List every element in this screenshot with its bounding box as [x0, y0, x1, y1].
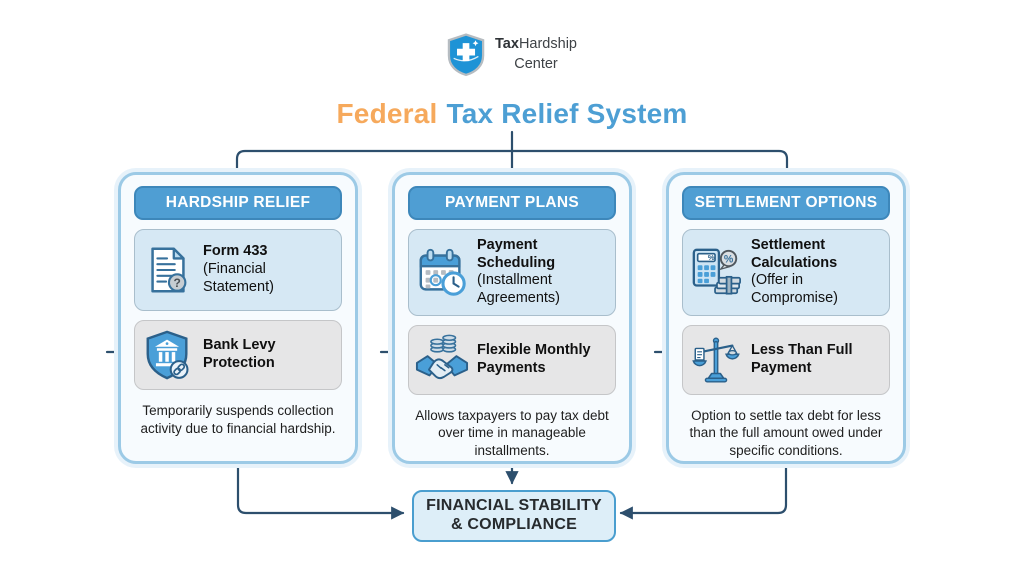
card-subtitle: (Offer in Compromise) — [751, 272, 839, 307]
svg-text:?: ? — [173, 276, 180, 290]
card-title: Flexible Monthly Payments — [477, 342, 591, 376]
card-text: Less Than Full Payment — [751, 342, 883, 377]
card-title: Bank Levy Protection — [203, 337, 276, 371]
card-payment-scheduling: Payment Scheduling (Installment Agreemen… — [408, 229, 616, 316]
column-description: Allows taxpayers to pay tax debt over ti… — [415, 407, 609, 458]
svg-text:%: % — [708, 254, 715, 263]
card-text: Form 433 (Financial Statement) — [203, 243, 335, 296]
connector-left-to-outcome — [236, 459, 405, 520]
brand-word-center: Center — [514, 55, 558, 72]
title-highlight: Federal — [336, 98, 438, 129]
outcome-line2: & COMPLIANCE — [451, 516, 577, 533]
brand-word-hardship: Hardship — [518, 35, 577, 52]
card-text: Payment Scheduling (Installment Agreemen… — [477, 237, 609, 308]
card-title: Settlement Calculations — [751, 237, 838, 271]
column-hardship-relief: HARDSHIP RELIEF ? Form 433 (Financial St… — [118, 172, 358, 464]
brand-name: TaxHardship Center — [495, 35, 577, 74]
outcome-line1: FINANCIAL STABILITY — [426, 497, 602, 515]
card-subtitle: (Installment Agreements) — [477, 272, 561, 307]
column-description: Option to settle tax debt for less than … — [689, 407, 883, 458]
calendar-clock-icon — [419, 249, 466, 297]
column-description: Temporarily suspends collection activity… — [140, 403, 336, 436]
svg-text:%: % — [724, 254, 734, 266]
connector-branch — [235, 149, 789, 175]
brand-logo: TaxHardship Center — [447, 32, 577, 77]
card-less-than-full-payment: Less Than Full Payment — [682, 324, 890, 395]
column-payment-plans: PAYMENT PLANS Payment Scheduling — [392, 172, 632, 464]
card-title: Payment Scheduling — [477, 237, 556, 271]
column-header: PAYMENT PLANS — [408, 186, 616, 220]
card-settlement-calculations: % % Settlement Calculations (Of — [682, 229, 890, 316]
card-flexible-monthly-payments: Flexible Monthly Payments — [408, 324, 616, 395]
card-title: Less Than Full Payment — [751, 342, 853, 376]
brand-word-tax: Tax — [495, 35, 519, 52]
column-header: SETTLEMENT OPTIONS — [682, 186, 890, 220]
outcome-box: FINANCIAL STABILITY & COMPLIANCE — [412, 490, 616, 542]
column-settlement-options: SETTLEMENT OPTIONS % % — [666, 172, 906, 464]
balance-scale-icon — [692, 337, 740, 383]
card-text: Bank Levy Protection — [203, 337, 335, 372]
page-title: Federal Tax Relief System — [0, 98, 1024, 130]
document-question-icon: ? — [151, 247, 187, 293]
card-form-433: ? Form 433 (Financial Statement) — [134, 229, 342, 311]
handshake-coins-icon — [415, 334, 469, 379]
shield-bank-icon — [146, 330, 189, 380]
card-bank-levy-protection: Bank Levy Protection — [134, 320, 342, 390]
card-title: Form 433 — [203, 243, 268, 260]
connector-right-to-outcome — [619, 459, 788, 520]
card-subtitle: (Financial Statement) — [203, 261, 274, 295]
title-rest: Tax Relief System — [446, 98, 688, 129]
column-header: HARDSHIP RELIEF — [134, 186, 342, 220]
calculator-percent-icon: % % — [692, 249, 741, 295]
card-text: Flexible Monthly Payments — [477, 342, 609, 377]
shield-cross-logo-icon — [447, 33, 485, 77]
card-text: Settlement Calculations (Offer in Compro… — [751, 237, 883, 308]
